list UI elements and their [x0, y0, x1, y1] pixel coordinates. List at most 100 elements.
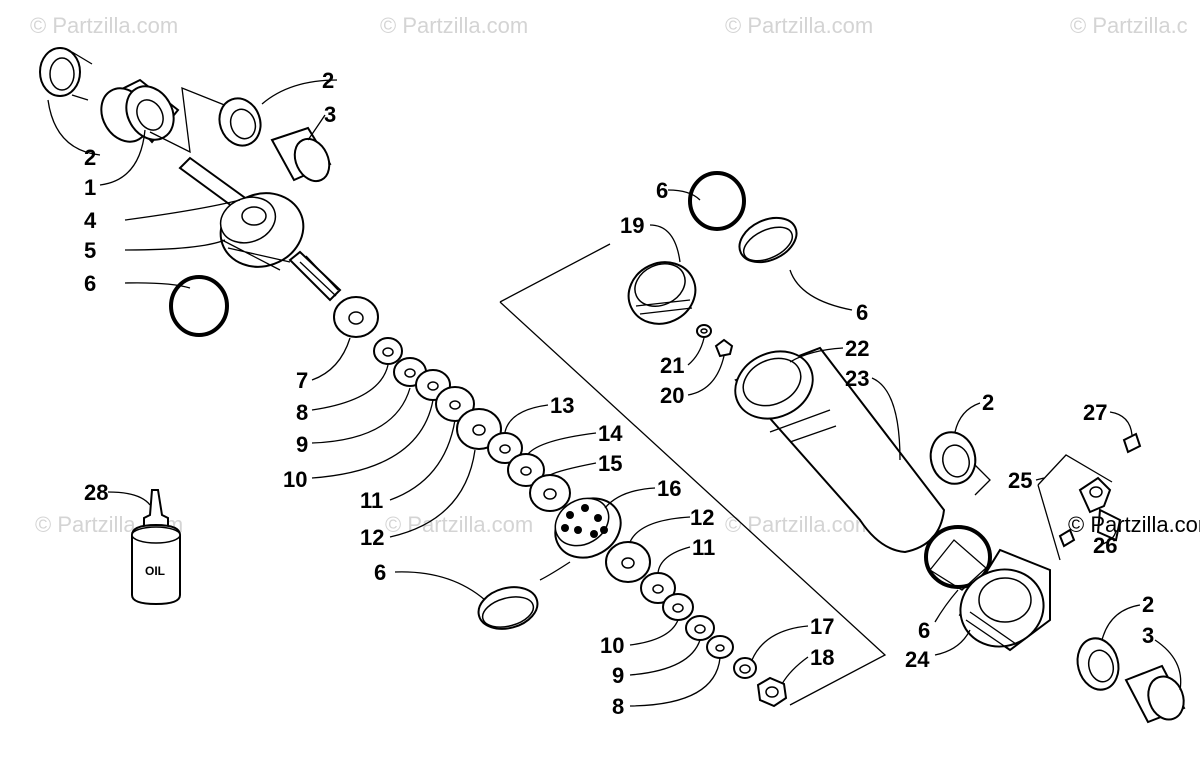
spacer-part: [1124, 664, 1186, 724]
leader-line: [47, 99, 101, 156]
callout-label: 12: [690, 505, 714, 530]
seal-part: [696, 324, 712, 338]
callout-label: 2: [982, 390, 994, 415]
callout-label: 2: [84, 145, 96, 170]
callout-label: 24: [905, 647, 930, 672]
callout-label: 23: [845, 366, 869, 391]
leader-line: [1154, 639, 1182, 691]
leader-line: [261, 79, 338, 105]
callout-label: 6: [84, 271, 96, 296]
screw-part: [1122, 432, 1142, 454]
callout-label: 7: [296, 368, 308, 393]
oil-bottle: OIL: [131, 489, 181, 606]
callout-label: 3: [324, 102, 336, 127]
leader-line: [789, 347, 844, 363]
callout-label: 28: [84, 480, 108, 505]
callout-label: 27: [1083, 400, 1107, 425]
nut-part: [756, 676, 788, 708]
leader-line: [311, 387, 411, 444]
washer-part: [373, 337, 403, 365]
bearing-housing-part: [219, 192, 305, 271]
washer-part: [507, 453, 545, 487]
watermark: © Partzilla.com: [385, 512, 533, 537]
washer-part: [487, 432, 523, 464]
group-bracket-line: [1037, 454, 1113, 561]
callout-label: 18: [810, 645, 834, 670]
leader-line: [539, 561, 571, 581]
callout-label: 10: [600, 633, 624, 658]
leader-line: [1101, 604, 1141, 641]
leader-line: [871, 377, 901, 461]
leader-line: [1099, 529, 1117, 546]
leader-line: [657, 546, 691, 574]
valve-core-part: [714, 338, 734, 358]
callout-label: 17: [810, 614, 834, 639]
callout-label: 11: [360, 488, 383, 513]
watermark: © Partzilla.com: [380, 13, 528, 38]
callout-label: 8: [612, 694, 624, 719]
leader-line: [667, 189, 701, 201]
leader-line: [934, 589, 959, 623]
callout-label: 6: [856, 300, 868, 325]
o-ring-part: [688, 171, 746, 231]
reservoir-cap-part: [627, 261, 697, 325]
leader-line: [789, 269, 853, 311]
copyright-notice: © Partzilla.com: [1068, 512, 1200, 537]
leader-line: [1109, 411, 1133, 436]
leader-line: [954, 402, 981, 433]
leader-line: [549, 462, 597, 476]
washer-part: [529, 474, 571, 512]
watermark: © Partzilla.c: [1070, 13, 1188, 38]
callout-label: 6: [374, 560, 386, 585]
piston-band-part: [477, 586, 539, 630]
housing-part: [958, 548, 1051, 652]
piston-band-part: [738, 216, 798, 264]
callout-label: 20: [660, 383, 684, 408]
washer-part: [605, 541, 651, 583]
callout-label: 21: [660, 353, 684, 378]
piston-part: [554, 497, 622, 559]
callout-label: 2: [1142, 592, 1154, 617]
bushing-part: [218, 97, 262, 147]
leader-line: [629, 516, 691, 543]
o-ring-part: [169, 275, 229, 337]
washer-part: [333, 296, 379, 338]
callout-label: 8: [296, 400, 308, 425]
leader-line: [389, 449, 476, 538]
washer-part: [640, 572, 676, 604]
leader-line: [781, 656, 809, 685]
callout-label: 10: [283, 467, 307, 492]
leader-line: [311, 364, 389, 411]
leader-line: [307, 114, 326, 141]
callout-label: 6: [656, 178, 668, 203]
callout-label: 2: [322, 68, 334, 93]
leader-line: [629, 657, 721, 707]
washer-part: [662, 593, 694, 621]
leader-line: [1035, 477, 1045, 481]
leader-line: [934, 629, 971, 656]
reservoir-body-part: [734, 346, 946, 554]
washer-part: [733, 657, 757, 679]
callout-label: 22: [845, 336, 869, 361]
spacer-part: [270, 126, 332, 183]
watermark: © Partzilla.com: [725, 13, 873, 38]
watermark: © Partzilla.com: [725, 512, 873, 537]
leader-line: [124, 282, 191, 289]
sleeve-part: [100, 78, 180, 144]
bushing-part: [929, 431, 977, 485]
callout-label: 12: [360, 525, 384, 550]
callout-label: 9: [296, 432, 308, 457]
fitting-part: [1078, 476, 1122, 542]
leader-line: [311, 337, 351, 381]
watermark: © Partzilla.com: [30, 13, 178, 38]
leader-line: [107, 491, 151, 506]
oil-bottle-label: OIL: [145, 564, 165, 578]
leader-line: [751, 625, 809, 661]
callout-label: 16: [657, 476, 681, 501]
callout-label: 15: [598, 451, 622, 476]
small-plug-part: [1058, 528, 1076, 548]
leader-line: [629, 639, 701, 676]
callout-label: 25: [1008, 468, 1032, 493]
callout-label: 3: [1142, 623, 1154, 648]
